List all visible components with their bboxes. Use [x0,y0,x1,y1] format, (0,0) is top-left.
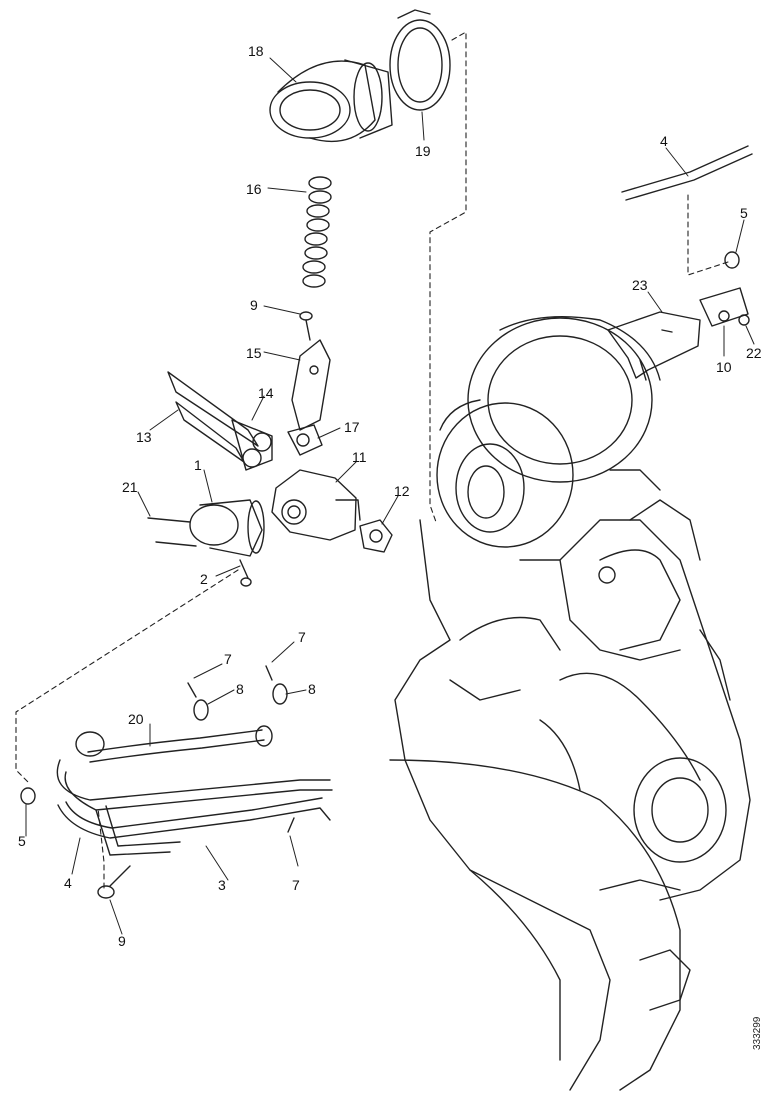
part-7-screws [187,665,295,833]
callout-16: 16 [246,181,262,197]
document-number: 333299 [752,1016,763,1050]
part-23-bracket [607,311,701,381]
callout-10: 10 [716,359,732,375]
part-1-actuator [189,499,265,557]
callout-23: 23 [632,277,648,293]
part-2-screw [239,559,252,587]
part-17-flange [287,424,323,456]
callout-8a: 8 [236,681,244,697]
callout-9-top: 9 [250,297,258,313]
callout-22: 22 [746,345,762,361]
callout-7a: 7 [298,629,306,645]
callout-3: 3 [218,877,226,893]
callout-1: 1 [194,457,202,473]
part-4-hose-top [621,145,753,201]
callout-19: 19 [415,143,431,159]
callout-5-top: 5 [740,205,748,221]
part-9-bolt-top [299,311,313,341]
callout-18: 18 [248,43,264,59]
part-4-pipe-lower [57,797,331,839]
leader-lines [25,57,755,935]
callout-20: 20 [128,711,144,727]
callout-4-top: 4 [660,133,668,149]
callout-13: 13 [136,429,152,445]
callout-9-lower: 9 [118,933,126,949]
part-15-bracket [291,339,331,431]
part-16-oring-stack [302,176,332,288]
callout-7b: 7 [224,651,232,667]
callout-4-lower: 4 [64,875,72,891]
hose-end-left [75,731,105,757]
part-18-sleeve [269,59,393,143]
callout-15: 15 [246,345,262,361]
callout-8b: 8 [308,681,316,697]
callout-7c: 7 [292,877,300,893]
part-12-gasket [359,519,393,553]
callout-12: 12 [394,483,410,499]
part-13-14-linkage [167,371,273,471]
part-19-clamp [389,9,451,111]
callout-14: 14 [258,385,274,401]
explode-lines [15,31,729,889]
part-11-valve-body [271,469,361,541]
part-5-clip-top [724,251,740,269]
callout-11: 11 [352,449,367,465]
engine-block-drawing [389,315,751,1091]
part-9-bolt-lower [97,865,131,899]
callout-21: 21 [122,479,138,495]
part-10-fitting [699,287,749,327]
callout-2: 2 [200,571,208,587]
callout-5-lower: 5 [18,833,26,849]
part-22-nut [738,314,750,326]
callout-labels: 18 19 16 9 15 14 13 17 1 11 21 12 2 4 5 … [18,43,762,949]
callout-17: 17 [344,419,360,435]
part-20-pipe [87,725,273,763]
part-21-bolts [147,517,197,547]
part-5-clip-lower [20,787,36,805]
